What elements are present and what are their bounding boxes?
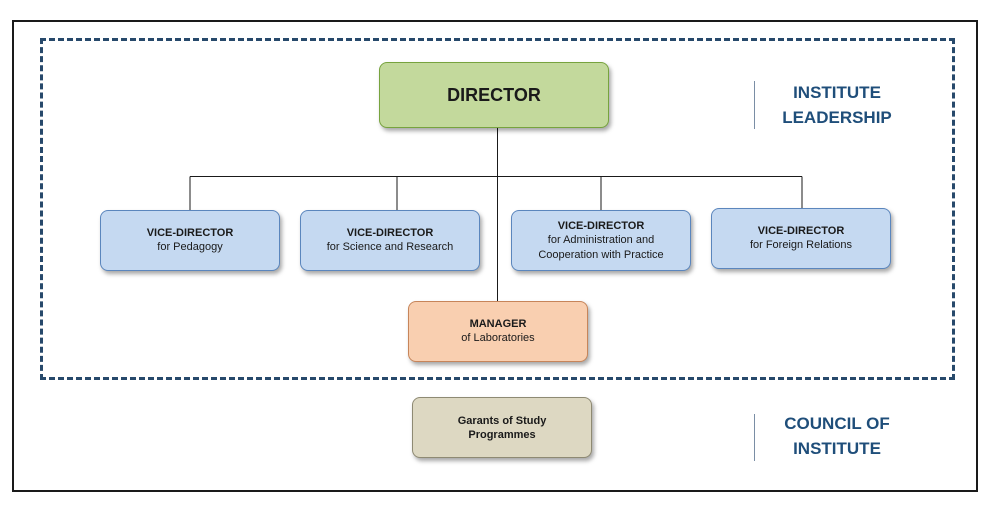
manager-title: MANAGER bbox=[469, 318, 527, 330]
vice-director-title: VICE-DIRECTOR bbox=[346, 227, 434, 239]
vice-director-pedagogy-box: VICE-DIRECTOR for Pedagogy bbox=[100, 210, 280, 271]
vice-director-foreign-box: VICE-DIRECTOR for Foreign Relations bbox=[711, 208, 891, 269]
manager-box: MANAGER of Laboratories bbox=[408, 301, 588, 362]
garants-box: Garants of Study Programmes bbox=[412, 397, 592, 458]
institute-leadership-label: INSTITUTE LEADERSHIP bbox=[782, 83, 892, 127]
director-box: DIRECTOR bbox=[379, 62, 609, 128]
vice-director-subtitle: for Administration and Cooperation with … bbox=[538, 233, 664, 261]
vice-director-title: VICE-DIRECTOR bbox=[557, 219, 645, 232]
vice-director-title: VICE-DIRECTOR bbox=[146, 227, 234, 239]
vice-director-subtitle: for Pedagogy bbox=[157, 241, 223, 253]
manager-subtitle: of Laboratories bbox=[461, 332, 535, 344]
vice-director-subtitle: for Science and Research bbox=[326, 241, 454, 253]
leadership-separator bbox=[754, 81, 755, 129]
outer-frame bbox=[12, 20, 978, 492]
leadership-zone bbox=[40, 38, 955, 380]
vice-director-subtitle: for Foreign Relations bbox=[749, 239, 853, 251]
vice-director-science-box: VICE-DIRECTOR for Science and Research bbox=[300, 210, 480, 271]
vice-director-administration-box: VICE-DIRECTOR for Administration and Coo… bbox=[511, 210, 691, 271]
council-separator bbox=[754, 414, 755, 461]
garants-title: Garants of Study Programmes bbox=[457, 414, 547, 441]
director-title: DIRECTOR bbox=[447, 85, 541, 105]
council-of-institute-label: COUNCIL OF INSTITUTE bbox=[784, 414, 890, 458]
vice-director-title: VICE-DIRECTOR bbox=[757, 225, 845, 237]
